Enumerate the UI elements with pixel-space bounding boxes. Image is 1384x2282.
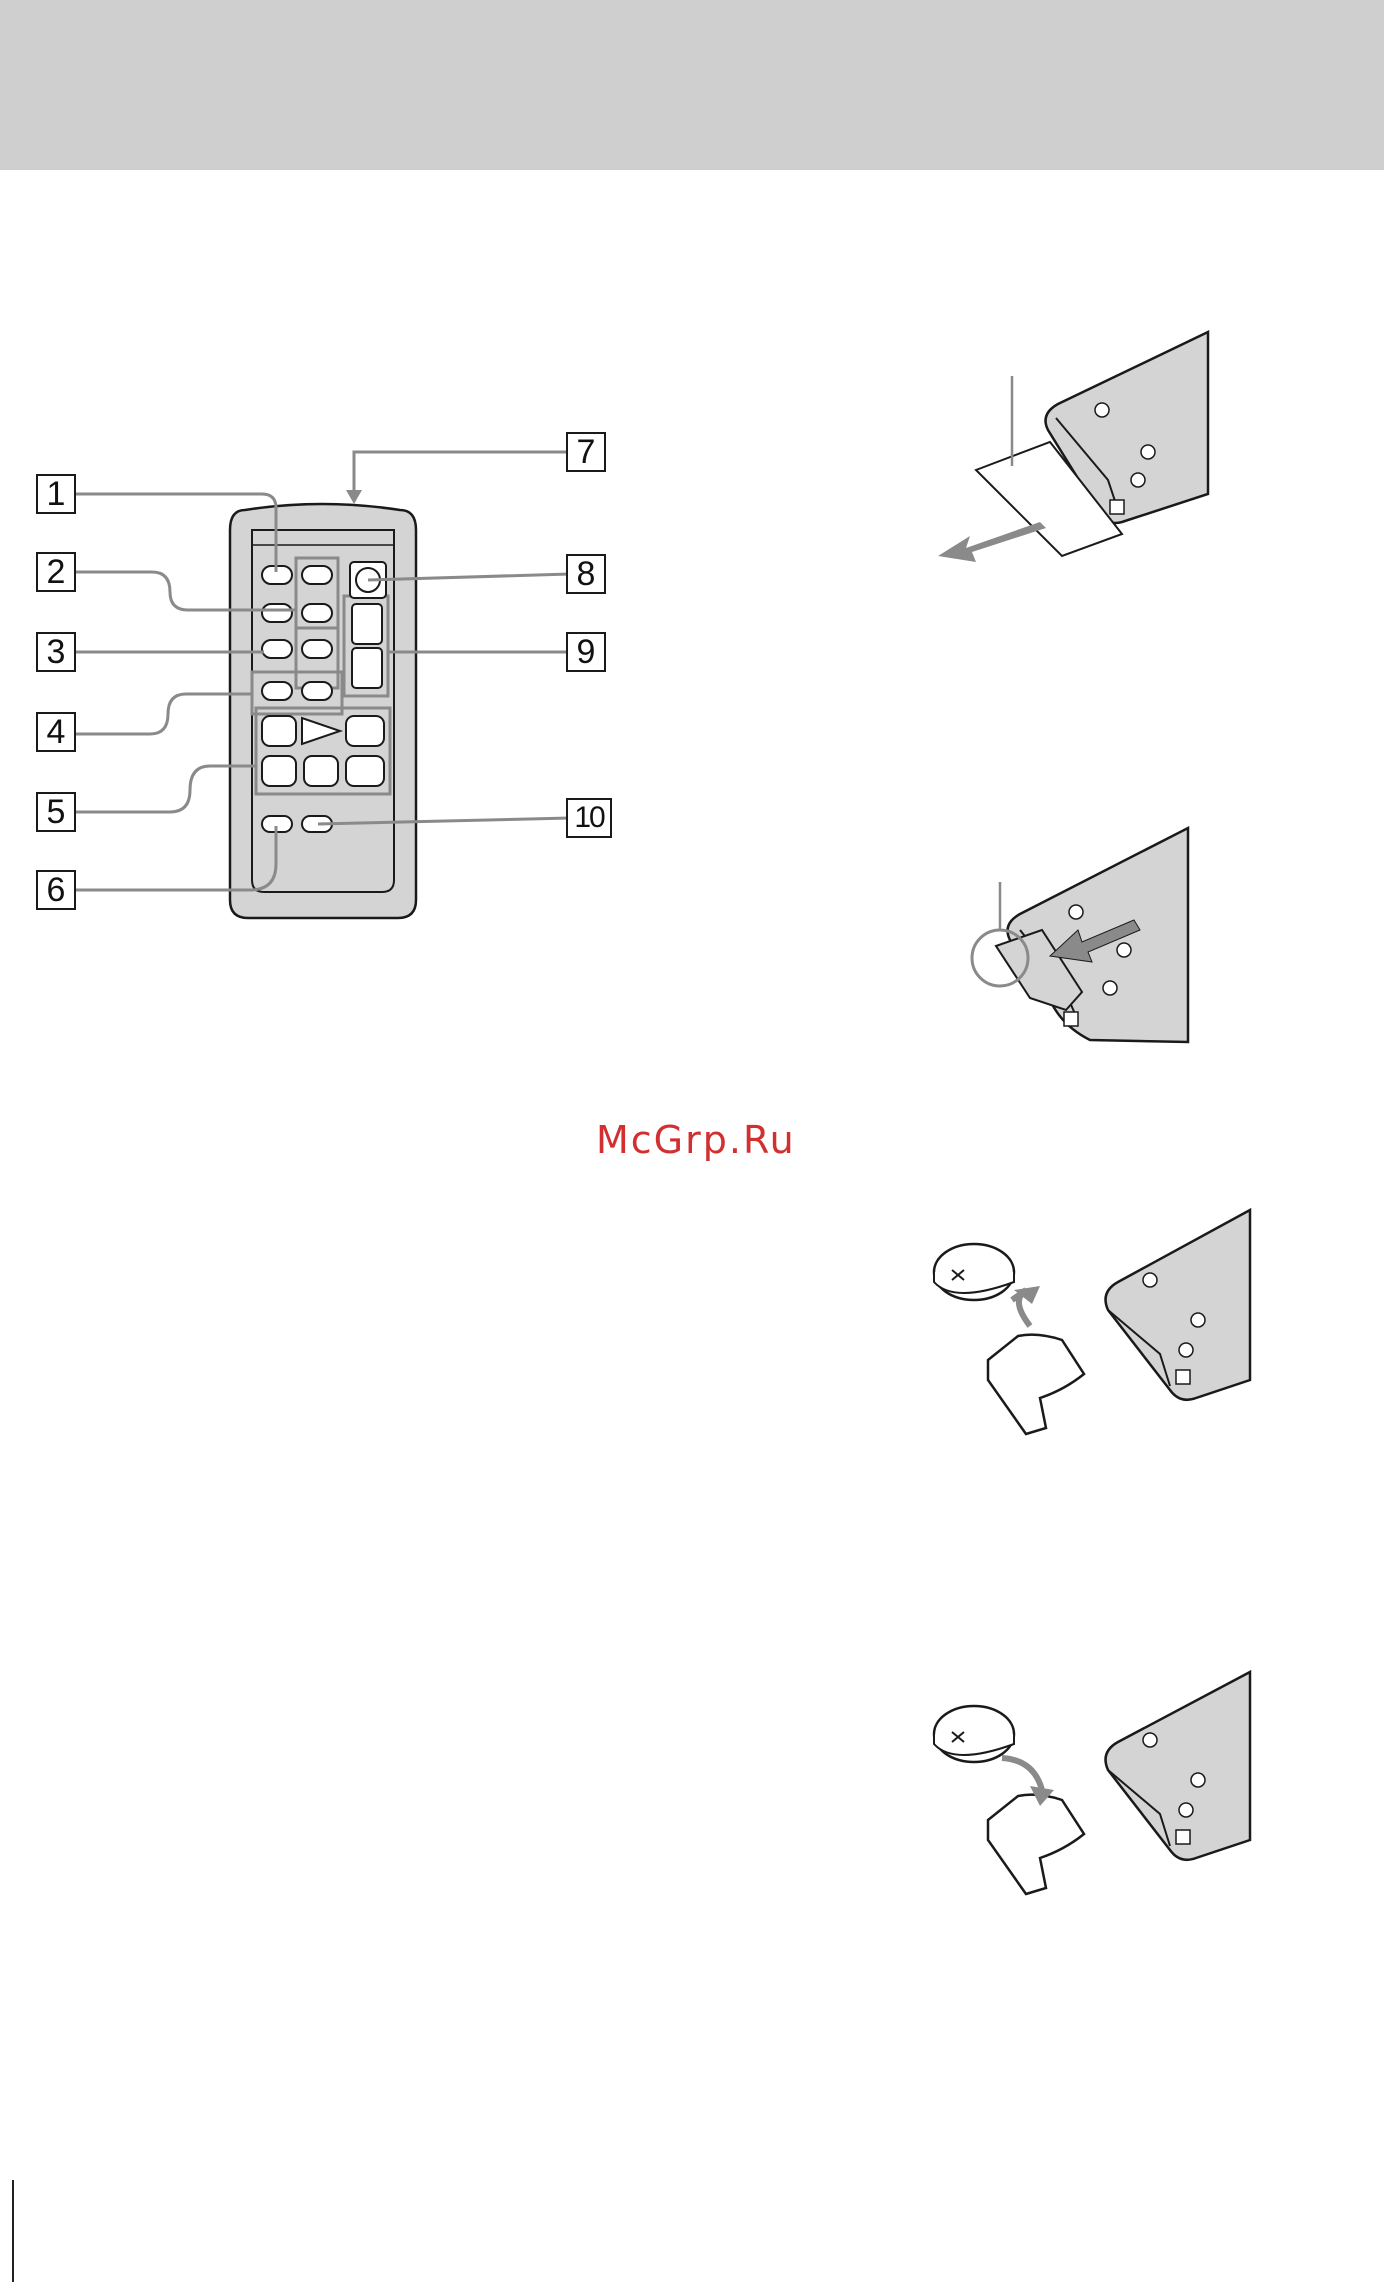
margin-rule — [12, 2180, 14, 2282]
